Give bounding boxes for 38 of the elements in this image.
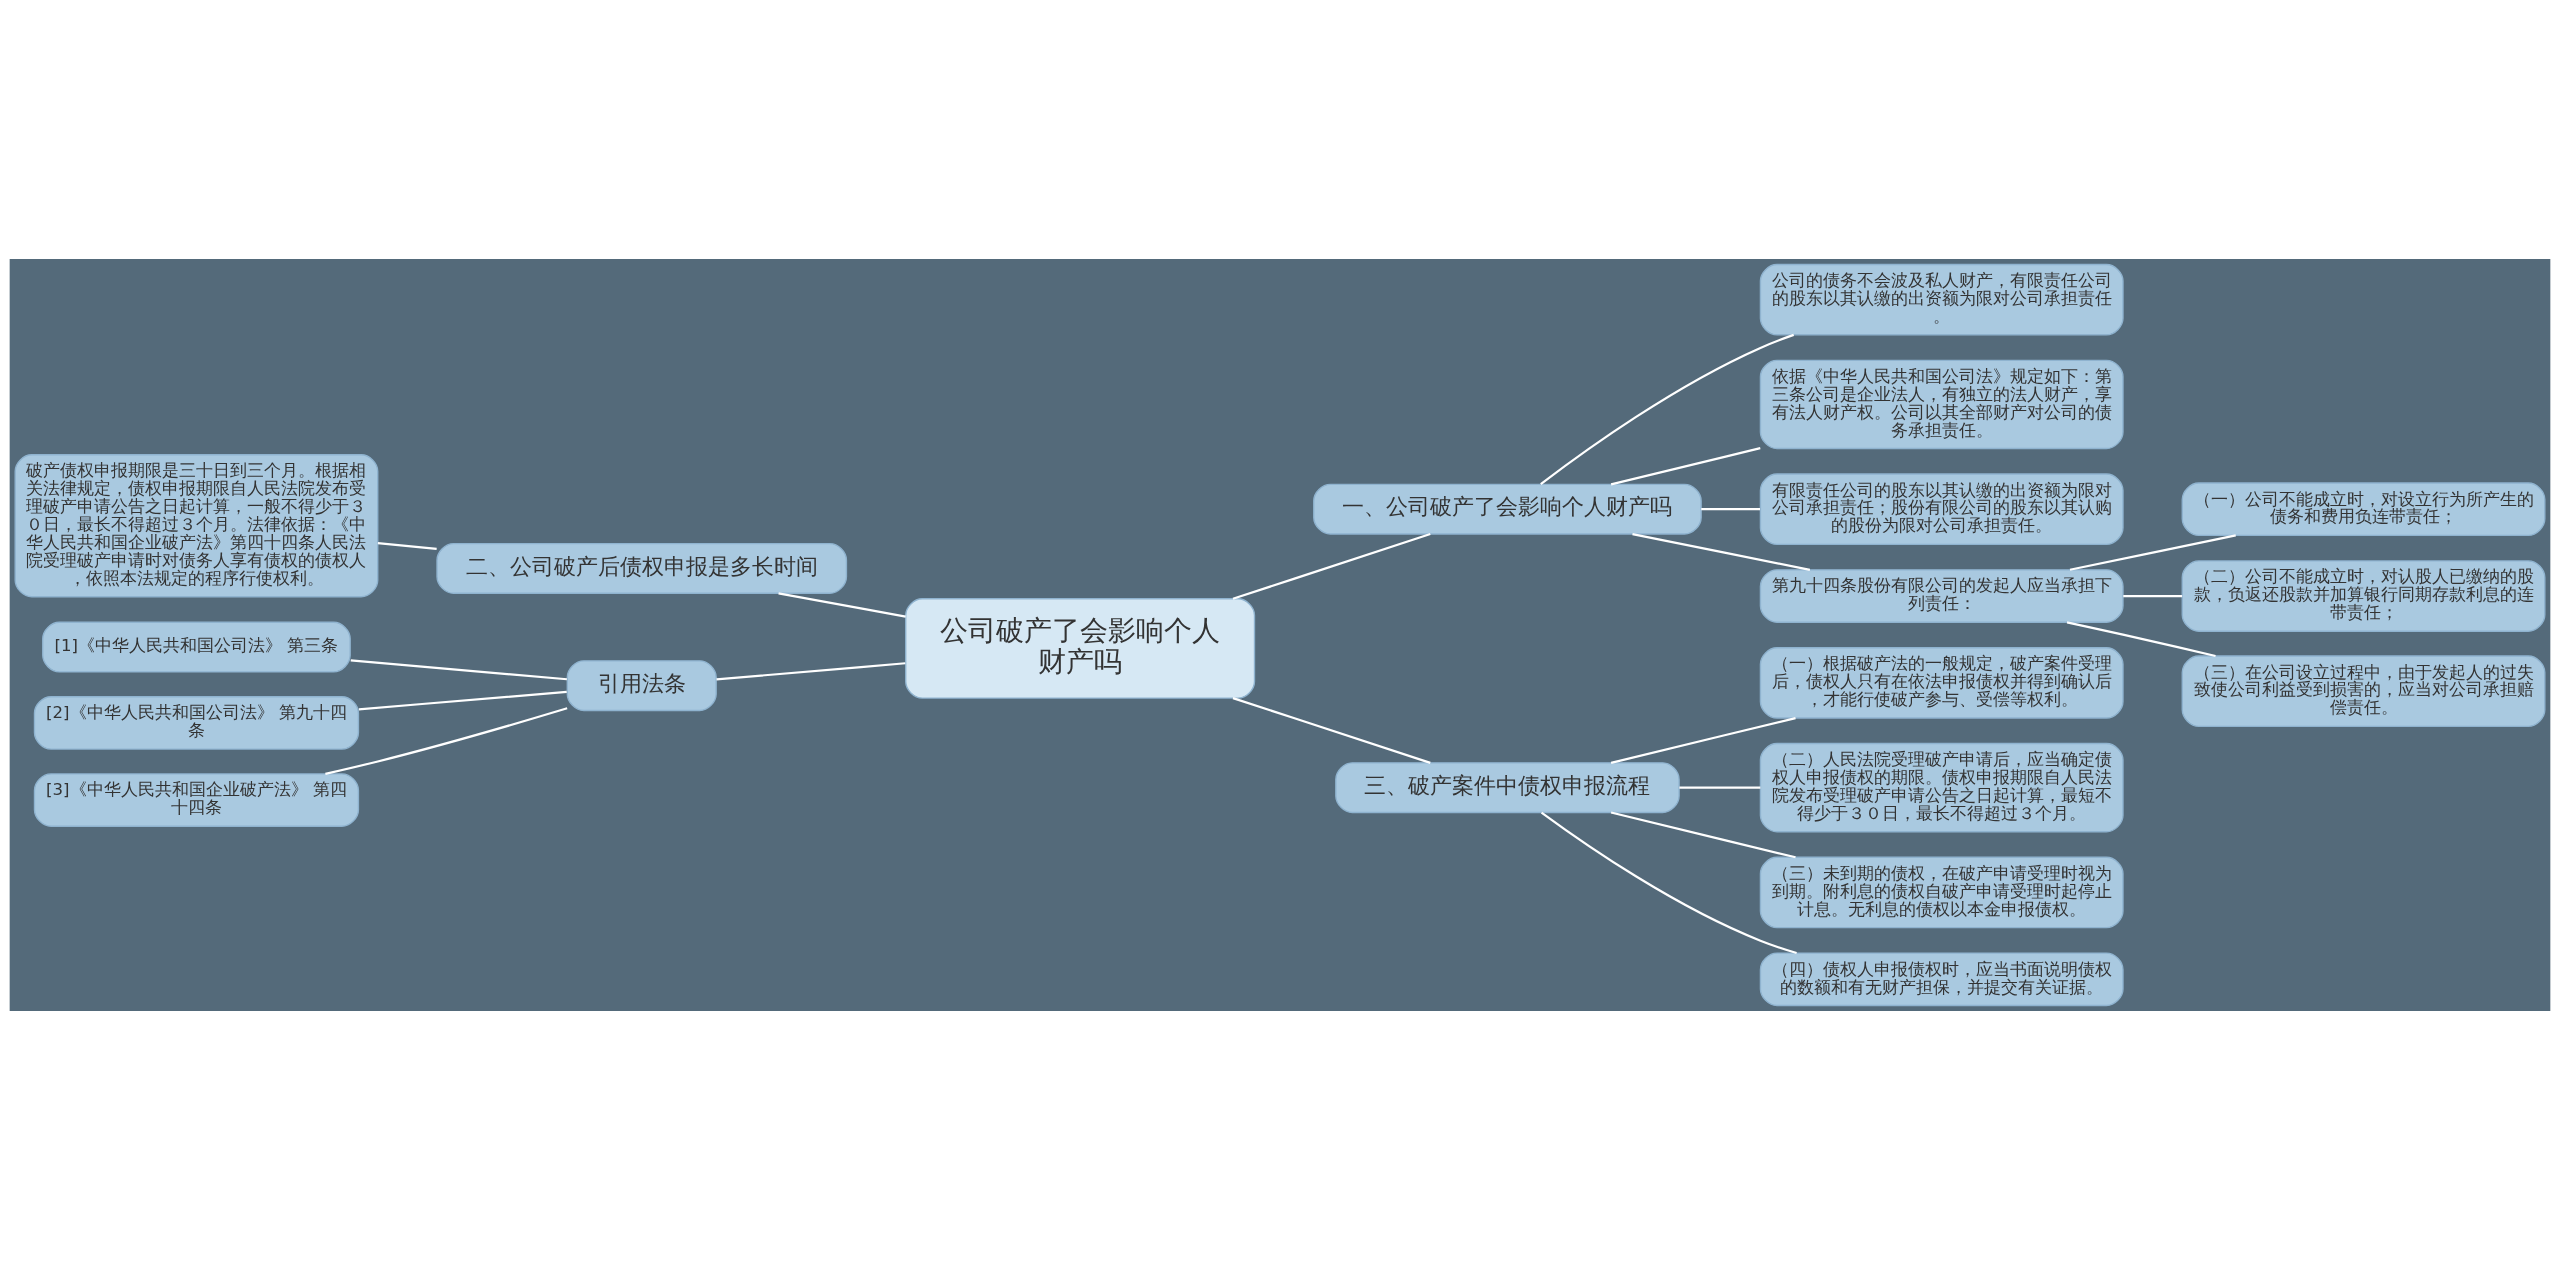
node-box: （二）公司不能成立时，对认股人已缴纳的股款，负返还股款并加算银行同期存款利息的连带责任； [2181, 559, 2546, 632]
connector [1610, 810, 1796, 858]
connector [1610, 446, 1761, 485]
node-box: （一）公司不能成立时，对设立行为所产生的债务和费用负连带责任； [2181, 481, 2546, 536]
connector [1540, 811, 1797, 954]
connector [716, 661, 906, 680]
connector [350, 658, 567, 680]
connector [2123, 594, 2183, 597]
connector [1610, 716, 1796, 764]
node-box: 二、公司破产后债权申报是多长时间 [436, 542, 848, 594]
node-box: 公司的债务不会波及私人财产，有限责任公司的股东以其认缴的出资额为限对公司承担责任。 [1759, 263, 2124, 335]
node-box: （一）根据破产法的一般规定，破产案件受理后，债权人只有在依法申报债权并得到确认后，才能行使破产参与、受偿等权利。 [1759, 646, 2124, 719]
node-box: 依据《中华人民共和国公司法》规定如下：第三条公司是企业法人，有独立的法人财产，享有法人财产权。公司以其全部财产对公司的债务承担责任。 [1759, 359, 2124, 449]
node-box: （三）在公司设立过程中，由于发起人的过失致使公司利益受到损害的，应当对公司承担赔偿责任。 [2181, 654, 2546, 727]
connector [358, 690, 567, 710]
node-box: 有限责任公司的股东以其认缴的出资额为限对公司承担责任；股份有限公司的股东以其认购的股份为限对公司承担责任。 [1759, 472, 2124, 545]
node-box: [3]《中华人民共和国企业破产法》 第四十四条 [33, 772, 360, 827]
connector [1679, 786, 1761, 789]
connector [2066, 620, 2216, 657]
node-box: [1]《中华人民共和国公司法》 第三条 [42, 621, 351, 673]
connector [778, 591, 906, 618]
node-box: 第九十四条股份有限公司的发起人应当承担下列责任： [1759, 568, 2124, 623]
connector [1232, 696, 1431, 764]
connector [325, 706, 568, 775]
node-box: 一、公司破产了会影响个人财产吗 [1313, 483, 1702, 535]
node-box: 三、破产案件中债权申报流程 [1335, 761, 1680, 813]
connector [1701, 507, 1760, 510]
node-box: 破产债权申报期限是三十日到三个月。根据相关法律规定，债权申报期限自人民法院发布受理破产申请公告之日起计算，一般不得少于３０日，最长不得超过３个月。法律依据：《中华人民共和国企业破产法》第四十四条人民法院受理破产申请时对债务人享有债权的债权人，依照本法规定的程序行使权利。 [14, 453, 379, 597]
connector [1232, 532, 1431, 600]
node-box: （四）债权人申报债权时，应当书面说明债权的数额和有无财产担保，并提交有关证据。 [1759, 951, 2124, 1006]
node-box: （二）人民法院受理破产申请后，应当确定债权人申报债权的期限。债权申报期限自人民法院发布受理破产申请公告之日起计算，最短不得少于３０日，最长不得超过３个月。 [1759, 742, 2124, 832]
node-box: 引用法条 [566, 659, 717, 711]
connector [1632, 532, 1811, 571]
connector [377, 541, 437, 550]
connector [1540, 333, 1795, 485]
node-box: 公司破产了会影响个人财产吗 [905, 597, 1256, 699]
node-box: [2]《中华人民共和国公司法》 第九十四条 [33, 695, 360, 750]
node-box: （三）未到期的债权，在破产申请受理时视为到期。附利息的债权自破产申请受理时起停止计息。无利息的债权以本金申报债权。 [1759, 856, 2124, 928]
